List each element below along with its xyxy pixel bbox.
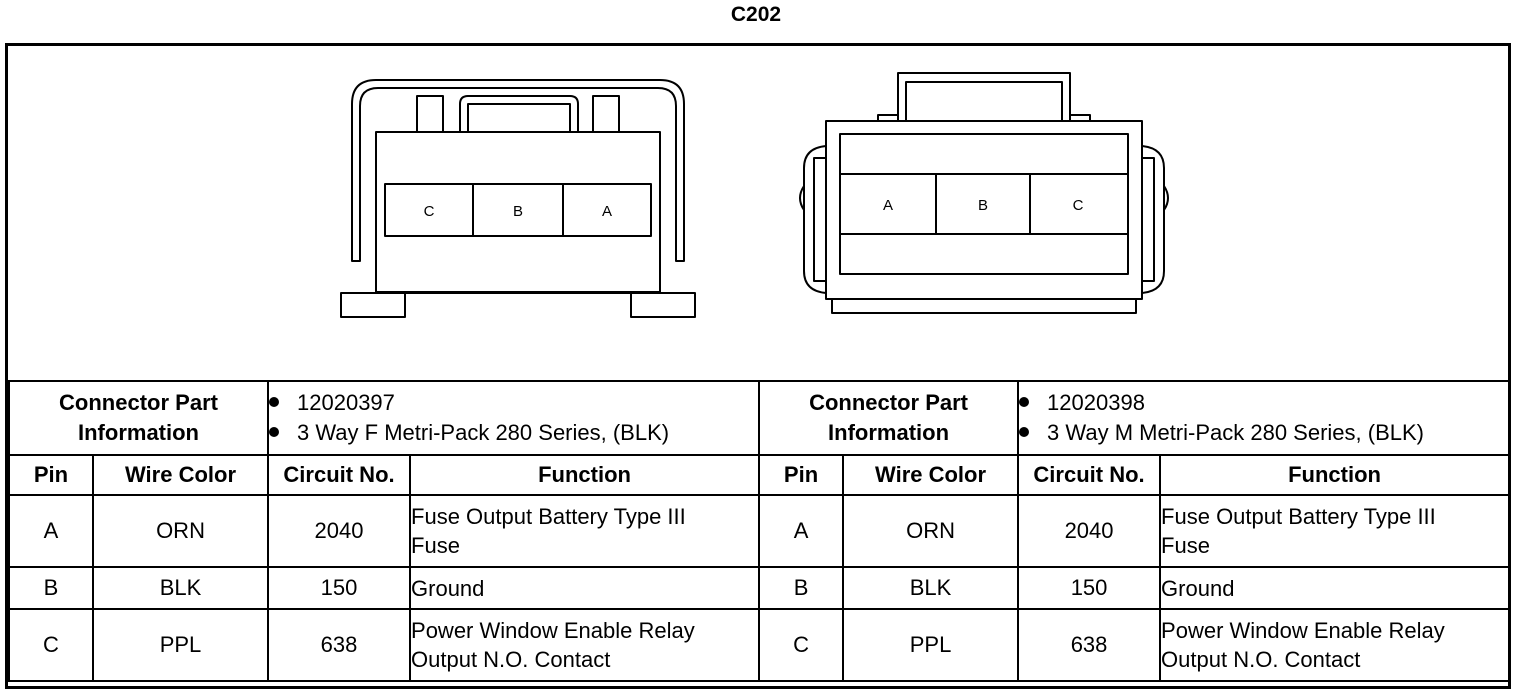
part-info-row: Connector Part Information 12020397 3 Wa… [7,380,1511,456]
left-part-number: 12020397 [297,390,395,415]
column-header-row: Pin Wire Color Circuit No. Function Pin … [8,454,1511,496]
wire-color-cell: PPL [91,608,270,682]
function-line: Power Window Enable Relay [1161,618,1445,643]
pin-cell: B [758,566,845,610]
col-header-pin: Pin [8,454,94,496]
pin-cell: B [8,566,94,610]
left-pin-label-1: C [424,203,435,220]
pin-cell: A [758,494,845,568]
right-part-info-label: Connector Part Information [758,380,1020,456]
function-line: Fuse Output Battery Type III [411,504,686,529]
pin-cell: A [8,494,94,568]
table-row: B BLK 150 Ground B BLK 150 Ground [8,566,1511,610]
col-header-circuit: Circuit No. [1017,454,1162,496]
left-part-info-label-text: Connector Part Information [59,390,218,445]
circuit-cell: 150 [267,566,412,610]
bullet-icon [269,397,280,408]
function-line: Ground [411,575,485,601]
wire-color-cell: BLK [91,566,270,610]
wire-color-cell: PPL [842,608,1020,682]
bullet-icon [1019,397,1030,408]
left-pin-label-3: A [602,203,612,220]
pinout-table: Connector Part Information 12020397 3 Wa… [7,380,1511,682]
function-line: Fuse Output Battery Type III [1161,504,1436,529]
wire-color-cell: ORN [91,494,270,568]
bullet-icon [1019,427,1030,438]
circuit-cell: 2040 [267,494,412,568]
pin-cell: C [8,608,94,682]
function-line: Fuse [1161,533,1210,558]
function-cell: Fuse Output Battery Type III Fuse [409,494,761,568]
function-line: Ground [1161,575,1235,601]
connector-frame: C B A A B C Connector Part Information 1… [5,43,1511,689]
right-pin-label-2: B [978,197,988,214]
circuit-cell: 150 [1017,566,1162,610]
right-part-description: 3 Way M Metri-Pack 280 Series, (BLK) [1047,420,1425,445]
right-part-info-label-text: Connector Part Information [809,390,968,445]
left-part-info-label: Connector Part Information [7,380,270,456]
function-line: Output N.O. Contact [411,647,611,672]
col-header-wire-color: Wire Color [91,454,270,496]
circuit-cell: 638 [1017,608,1162,682]
function-line: Fuse [411,533,460,558]
function-line: Output N.O. Contact [1161,647,1361,672]
col-header-wire-color: Wire Color [842,454,1020,496]
left-pin-label-2: B [513,203,523,220]
right-part-info: 12020398 3 Way M Metri-Pack 280 Series, … [1017,380,1511,456]
wire-color-cell: BLK [842,566,1020,610]
wire-color-cell: ORN [842,494,1020,568]
col-header-function: Function [1159,454,1511,496]
circuit-cell: 638 [267,608,412,682]
right-connector-drawing [799,72,1169,314]
left-part-info: 12020397 3 Way F Metri-Pack 280 Series, … [267,380,761,456]
connector-drawings: C B A A B C [340,72,1169,318]
connector-title: C202 [730,3,782,26]
col-header-circuit: Circuit No. [267,454,412,496]
function-line: Power Window Enable Relay [411,618,695,643]
left-connector-drawing [340,79,696,318]
connector-diagram-area: C B A A B C [8,46,1508,379]
col-header-pin: Pin [758,454,845,496]
function-cell: Ground [409,566,761,610]
right-pin-label-1: A [883,197,893,214]
right-pin-label-3: C [1073,197,1084,214]
col-header-function: Function [409,454,761,496]
circuit-cell: 2040 [1017,494,1162,568]
left-part-description: 3 Way F Metri-Pack 280 Series, (BLK) [297,420,670,445]
function-cell: Ground [1159,566,1511,610]
function-cell: Fuse Output Battery Type III Fuse [1159,494,1511,568]
pin-cell: C [758,608,845,682]
right-part-number: 12020398 [1047,390,1145,415]
bullet-icon [269,427,280,438]
